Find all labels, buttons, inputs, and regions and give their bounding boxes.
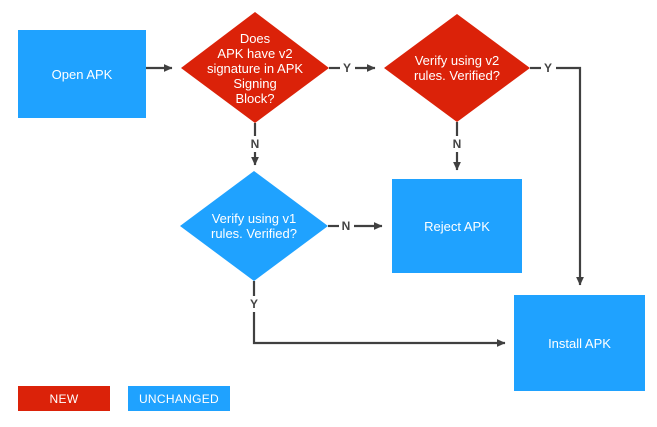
node-install-apk[interactable] <box>514 295 645 391</box>
node-has-v2-signature[interactable] <box>181 12 329 123</box>
node-open-apk[interactable] <box>18 30 146 118</box>
edge-verify-v2-yes-b <box>556 66 584 286</box>
legend-swatch-unchanged <box>128 386 230 411</box>
node-verify-v2[interactable] <box>384 14 530 122</box>
edge-verify-v1-yes-b <box>252 312 506 347</box>
legend-item-new: NEW <box>49 391 79 406</box>
node-reject-apk[interactable] <box>392 179 522 273</box>
legend-item-unchanged: UNCHANGED <box>138 391 220 406</box>
legend-swatch-new <box>18 386 110 411</box>
node-verify-v1[interactable] <box>180 171 328 281</box>
